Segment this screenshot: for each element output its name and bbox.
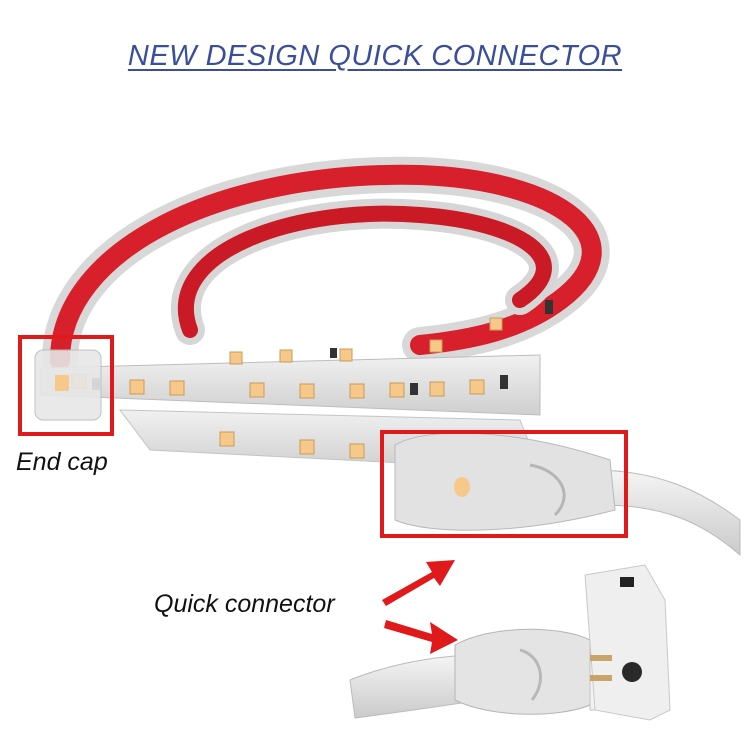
end-cap-shape [34,349,102,421]
quick-connector-highlight [380,430,628,538]
end-cap-label: End cap [16,448,108,476]
led-strip-coil [42,156,610,378]
quick-connector-detail [349,564,671,721]
page-title: NEW DESIGN QUICK CONNECTOR [127,40,623,72]
end-cap-highlight [18,335,114,436]
connector-attached [394,432,741,557]
quick-connector-label: Quick connector [154,590,335,618]
red-arrows [382,560,458,654]
